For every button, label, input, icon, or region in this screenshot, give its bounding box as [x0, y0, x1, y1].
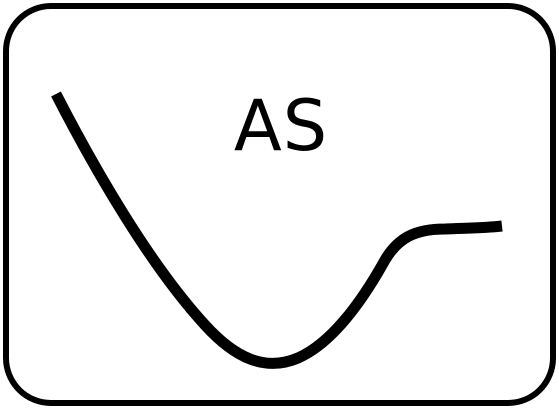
icon-label: AS	[233, 85, 329, 167]
waveform-path	[51, 91, 503, 369]
icon-frame	[3, 3, 556, 406]
